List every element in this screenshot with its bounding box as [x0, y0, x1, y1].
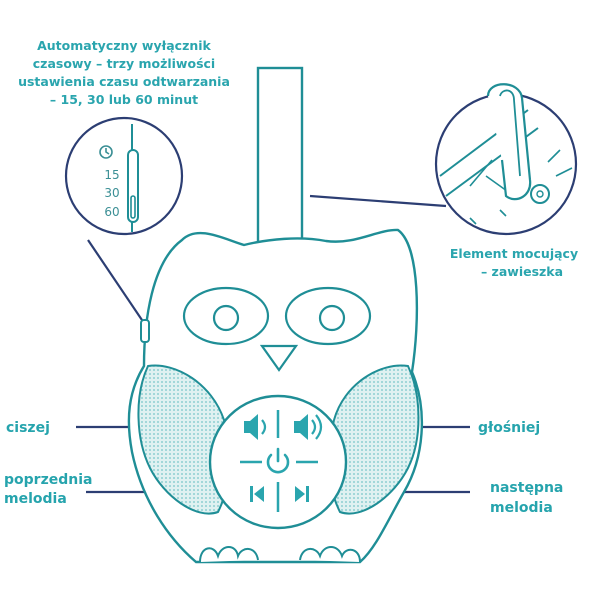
- leader-hanger: [309, 194, 447, 208]
- next-track-icon[interactable]: [295, 486, 309, 502]
- quieter-label: ciszej: [6, 420, 50, 436]
- leader-timer: [87, 239, 147, 327]
- timer-label: Automatyczny wyłącznik czasowy – trzy mo…: [18, 38, 230, 107]
- previous-track-icon[interactable]: [250, 486, 264, 502]
- pupil-left: [212, 304, 240, 332]
- svg-text:melodia: melodia: [4, 491, 67, 507]
- svg-text:następna: następna: [490, 480, 563, 496]
- owl-feet-right: [299, 546, 361, 563]
- hanger-screw-icon: [530, 184, 550, 204]
- owl-beak: [259, 344, 299, 372]
- svg-text:poprzednia: poprzednia: [4, 472, 92, 488]
- pupil-right: [318, 304, 346, 332]
- louder-label: głośniej: [478, 420, 540, 436]
- svg-text:– 15, 30 lub 60 minut: – 15, 30 lub 60 minut: [50, 92, 198, 107]
- speaker-left: [137, 364, 231, 515]
- speaker-right: [327, 364, 420, 515]
- timer-slider-knob: [130, 195, 136, 219]
- svg-text:Automatyczny wyłącznik: Automatyczny wyłącznik: [37, 38, 211, 53]
- owl-eyes: [182, 286, 372, 346]
- power-icon[interactable]: [266, 447, 290, 474]
- hanger-label: Element mocujący – zawieszka: [450, 246, 578, 279]
- volume-up-icon[interactable]: [294, 414, 323, 440]
- hanging-strap: [256, 66, 304, 256]
- owl-feet-left: [199, 546, 259, 563]
- svg-text:czasowy – trzy możliwości: czasowy – trzy możliwości: [33, 56, 215, 71]
- timer-option-15: 15: [104, 168, 119, 182]
- timer-option-60: 60: [104, 205, 119, 219]
- svg-text:Element mocujący: Element mocujący: [450, 246, 578, 261]
- timer-switch-nub: [140, 319, 150, 343]
- svg-text:melodia: melodia: [490, 500, 553, 516]
- svg-text:ustawienia czasu odtwarzania: ustawienia czasu odtwarzania: [18, 74, 230, 89]
- timer-option-30: 30: [104, 186, 119, 200]
- timer-inset: 15 30 60: [64, 116, 184, 236]
- previous-label: poprzednia melodia: [4, 472, 92, 507]
- svg-text:– zawieszka: – zawieszka: [481, 264, 563, 279]
- clock-icon: [99, 145, 113, 159]
- volume-down-icon[interactable]: [244, 414, 267, 440]
- next-label: następna melodia: [490, 480, 563, 516]
- hanger-inset: [434, 83, 578, 236]
